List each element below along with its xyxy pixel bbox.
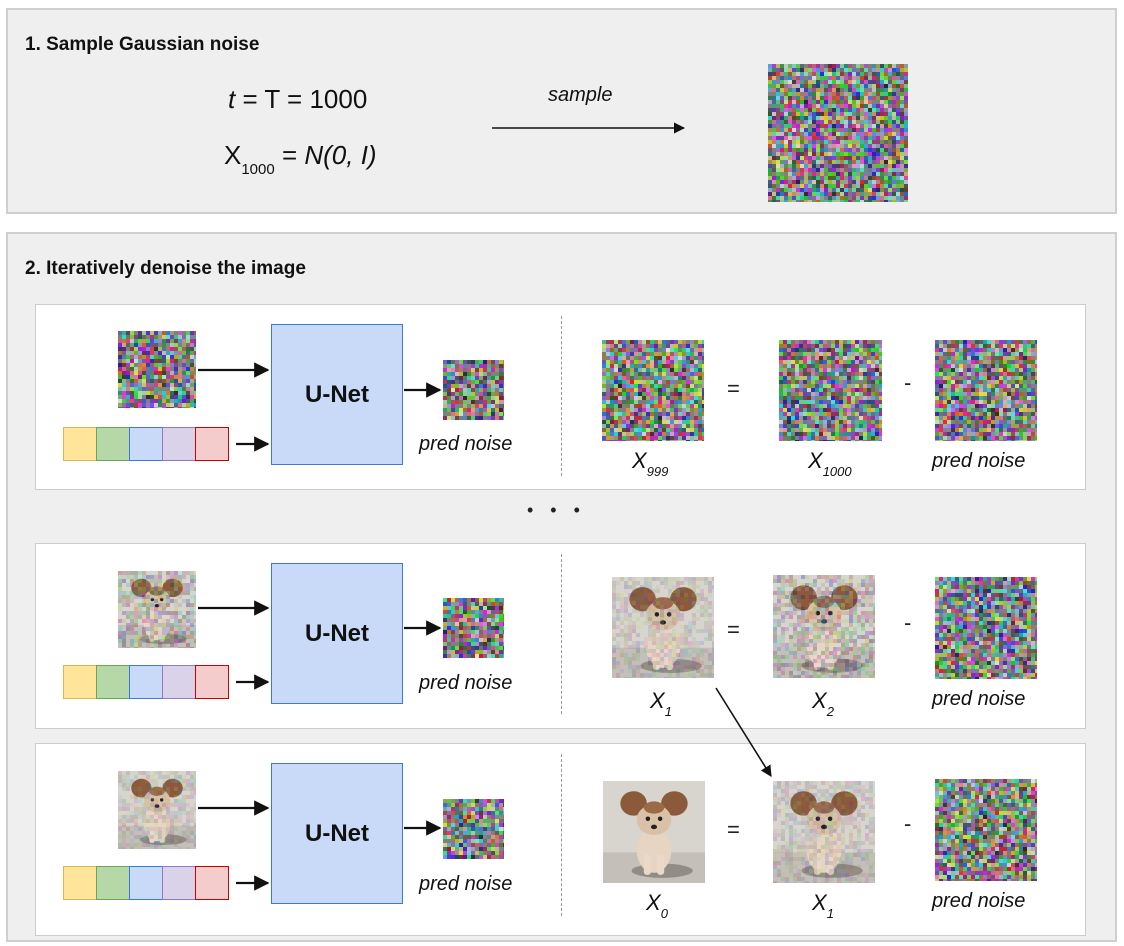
embedding-cell — [63, 866, 97, 900]
row1-equals-sign: = — [727, 376, 740, 401]
t-symbol: t — [228, 84, 236, 114]
row3-input-dog-image — [118, 771, 196, 849]
row1-pred-noise-image — [443, 360, 504, 420]
row3-x1-image — [773, 781, 875, 883]
row1-x1000-label: X1000 — [808, 448, 852, 479]
row2-x1-image — [612, 577, 714, 678]
row3-unet-block: U-Net — [271, 763, 403, 904]
embedding-cell — [96, 665, 130, 699]
embedding-cell — [195, 665, 229, 699]
embedding-cell — [162, 427, 196, 461]
timestep-equation: t = T = 1000 — [228, 84, 367, 115]
row3-x0-label: X0 — [646, 890, 668, 921]
row2-x2-subscript: 2 — [826, 704, 834, 719]
row2-timestep-embedding — [63, 665, 229, 699]
row3-divider — [561, 754, 562, 916]
timestep-value: = T = 1000 — [235, 84, 368, 114]
row2-minus-sign: - — [904, 610, 912, 635]
row1-x999-symbol: X — [632, 448, 647, 473]
sample-arrow-label: sample — [548, 84, 613, 106]
row1-x999-label: X999 — [632, 448, 668, 479]
row1-timestep-embedding — [63, 427, 229, 461]
ellipsis: • • • — [527, 500, 586, 520]
row2-equals-sign: = — [727, 617, 740, 642]
row3-x1-subscript: 1 — [826, 906, 834, 921]
row2-x1-subscript: 1 — [664, 704, 672, 719]
denoise-step-row-3 — [35, 743, 1086, 936]
row3-minus-sign: - — [904, 811, 912, 836]
row2-pred-noise-rhs-image — [935, 577, 1037, 679]
row1-minus-sign: - — [904, 370, 912, 395]
row3-x0-subscript: 0 — [660, 906, 668, 921]
row1-x999-image — [602, 340, 704, 441]
embedding-cell — [129, 427, 163, 461]
row1-divider — [561, 316, 562, 476]
row2-x2-label: X2 — [812, 688, 834, 719]
embedding-cell — [195, 427, 229, 461]
row1-x1000-image — [779, 340, 882, 441]
row3-x1-symbol: X — [812, 890, 827, 915]
gaussian-noise-image — [768, 64, 908, 202]
x-subscript: 1000 — [241, 161, 275, 178]
embedding-cell — [195, 866, 229, 900]
row2-input-dog-image — [118, 571, 196, 648]
row2-x1-label: X1 — [650, 688, 672, 719]
row1-x1000-symbol: X — [808, 448, 823, 473]
row1-x999-subscript: 999 — [646, 464, 669, 479]
row2-divider — [561, 554, 562, 714]
normal-distribution: N(0, I) — [304, 140, 377, 170]
equals-sign: = — [274, 140, 305, 170]
row3-pred-noise-rhs-label: pred noise — [932, 890, 1026, 912]
row2-pred-noise-label: pred noise — [419, 672, 513, 694]
row2-unet-block: U-Net — [271, 563, 403, 704]
row1-x1000-subscript: 1000 — [822, 464, 852, 479]
row3-pred-noise-image — [443, 799, 504, 859]
row3-pred-noise-rhs-image — [935, 779, 1037, 881]
row3-x0-image — [603, 781, 705, 883]
row1-pred-noise-label: pred noise — [419, 433, 513, 455]
step2-title: 2. Iteratively denoise the image — [25, 258, 306, 279]
step1-panel: 1. Sample Gaussian noise — [6, 8, 1117, 214]
row3-x1-label: X1 — [812, 890, 834, 921]
row2-x2-image — [773, 575, 875, 678]
embedding-cell — [162, 866, 196, 900]
row1-input-noise-image — [118, 331, 196, 408]
row3-timestep-embedding — [63, 866, 229, 900]
row2-x1-symbol: X — [650, 688, 665, 713]
row1-unet-block: U-Net — [271, 324, 403, 465]
embedding-cell — [63, 427, 97, 461]
embedding-cell — [96, 427, 130, 461]
row2-x2-symbol: X — [812, 688, 827, 713]
row3-pred-noise-label: pred noise — [419, 873, 513, 895]
embedding-cell — [63, 665, 97, 699]
row3-equals-sign: = — [727, 817, 740, 842]
row2-pred-noise-image — [443, 598, 504, 658]
row1-pred-noise-rhs-image — [935, 340, 1037, 441]
x1-carryover-arrow — [715, 687, 772, 777]
x-symbol: X — [224, 140, 242, 170]
step1-title: 1. Sample Gaussian noise — [25, 34, 260, 55]
row2-pred-noise-rhs-label: pred noise — [932, 688, 1026, 710]
row3-x0-symbol: X — [646, 890, 661, 915]
initial-noise-equation: X1000 = N(0, I) — [224, 140, 377, 178]
row1-pred-noise-rhs-label: pred noise — [932, 450, 1026, 472]
